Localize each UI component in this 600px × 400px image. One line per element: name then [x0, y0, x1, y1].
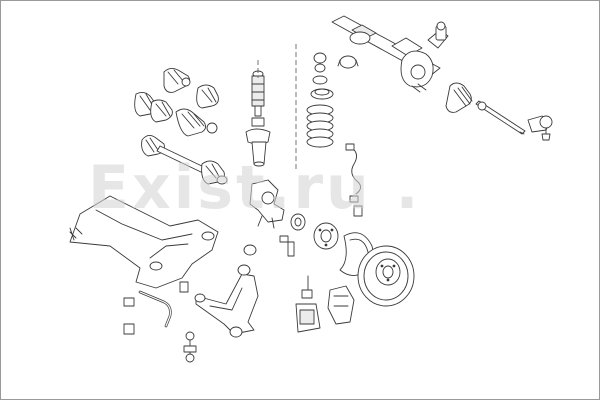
- drive-shaft[interactable]: [141, 135, 228, 185]
- steering-rack[interactable]: [331, 15, 449, 93]
- spring-seat[interactable]: [310, 88, 334, 100]
- cv-boot[interactable]: [134, 67, 219, 137]
- wheel-hub[interactable]: [313, 222, 339, 250]
- shock-absorber[interactable]: [245, 70, 271, 167]
- wheel-bearing[interactable]: [279, 213, 306, 257]
- tie-rod[interactable]: [475, 100, 526, 135]
- subframe[interactable]: [69, 195, 219, 289]
- control-arm[interactable]: [194, 264, 259, 338]
- stabilizer-bar[interactable]: [123, 281, 189, 335]
- tie-rod-end[interactable]: [519, 115, 553, 141]
- brake-caliper[interactable]: [295, 275, 355, 333]
- brake-disc[interactable]: [357, 245, 415, 307]
- steering-boot[interactable]: [445, 82, 473, 113]
- coil-spring[interactable]: [306, 104, 334, 148]
- strut-top-mount[interactable]: [312, 52, 359, 85]
- watermark-text: Exist.ru .: [88, 153, 422, 223]
- steering-knuckle[interactable]: [243, 179, 285, 256]
- abs-sensor[interactable]: [345, 143, 363, 217]
- stabilizer-link[interactable]: [183, 331, 197, 363]
